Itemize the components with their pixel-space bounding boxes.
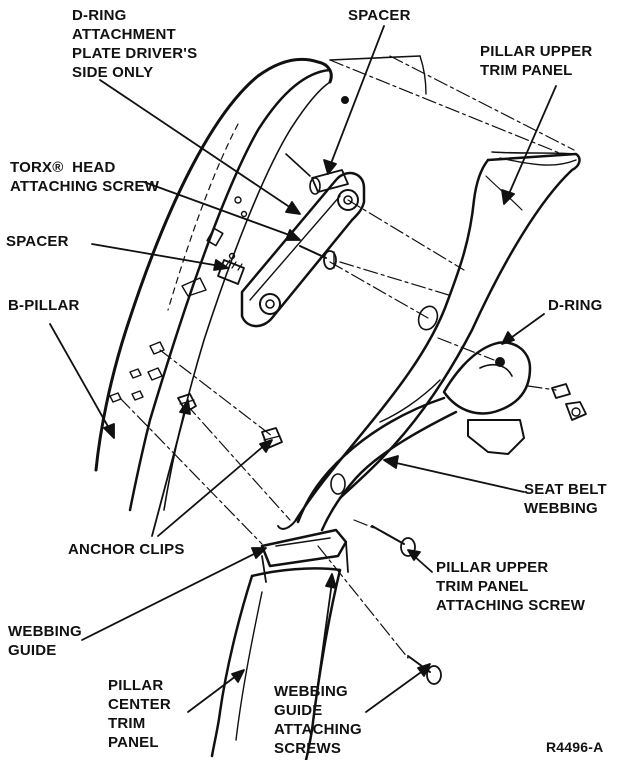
label-pillar-upper-trim-panel-attaching-screw: PILLAR UPPER TRIM PANEL ATTACHING SCREW — [436, 559, 586, 614]
label-webbing-guide-attaching-screws: WEBBING GUIDE ATTACHING SCREWS — [274, 683, 362, 757]
pillar-center-trim-panel — [210, 567, 342, 760]
alignment-lines — [119, 55, 575, 659]
pillar-upper-trim-panel — [277, 151, 581, 530]
label-seat-belt-webbing: SEAT BELT WEBBING — [524, 481, 607, 517]
label-b-pillar: B-PILLAR — [8, 297, 80, 314]
webbing-guide-part — [260, 528, 349, 583]
torx-screw-part — [299, 245, 337, 270]
label-d-ring-attachment-plate: D-RING ATTACHMENT PLATE DRIVER'S SIDE ON… — [72, 7, 198, 81]
b-pillar-structure — [94, 55, 427, 512]
label-spacer-top: SPACER — [348, 7, 411, 24]
label-anchor-clips: ANCHOR CLIPS — [68, 541, 185, 558]
leader-arrows — [49, 25, 557, 713]
anchor-clip-parts — [177, 393, 283, 449]
figure-id: R4496-A — [546, 739, 604, 755]
spacer-left-part — [217, 259, 245, 285]
label-d-ring: D-RING — [548, 297, 603, 314]
label-torx-head-attaching-screw: TORX® HEAD ATTACHING SCREW — [10, 159, 160, 195]
d-ring-attachment-plate — [240, 171, 366, 328]
label-pillar-upper-trim-panel: PILLAR UPPER TRIM PANEL — [480, 43, 593, 79]
upper-trim-screw-part — [371, 525, 416, 557]
d-ring-part — [442, 341, 587, 455]
spacer-top-part — [285, 153, 349, 195]
label-webbing-guide: WEBBING GUIDE — [8, 623, 82, 659]
label-spacer-left: SPACER — [6, 233, 69, 250]
label-pillar-center-trim-panel: PILLAR CENTER TRIM PANEL — [108, 677, 171, 751]
seat-belt-webbing-part — [296, 396, 458, 532]
